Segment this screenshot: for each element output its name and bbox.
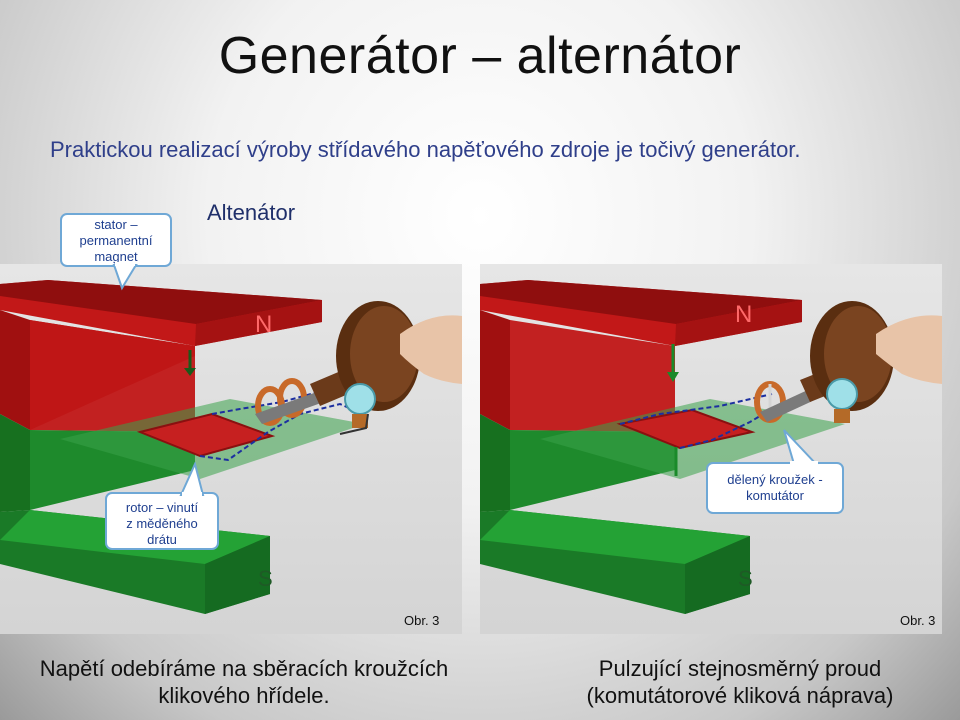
caption-right-line-2: (komutátorové kliková náprava) — [586, 683, 894, 708]
slide-subtitle: Praktickou realizací výroby střídavého n… — [50, 137, 801, 162]
commutator-callout-pointer — [783, 429, 819, 467]
south-pole-label: S — [258, 566, 273, 591]
figure-label-left: Obr. 3 — [404, 613, 440, 628]
caption-left-line-2: klikového hřídele. — [158, 683, 330, 708]
figure-label-right: Obr. 3 — [900, 613, 936, 628]
caption-left: Napětí odebíráme na sběracích kroužcích … — [0, 655, 488, 709]
section-label: Altenátor — [207, 200, 296, 225]
commutator-callout: dělený kroužek - komutátor — [706, 462, 844, 514]
slide-title: Generátor – alternátor — [218, 27, 742, 85]
commutator-callout-line-1: dělený kroužek - — [727, 472, 823, 487]
rotor-callout: rotor – vinutí z měděného drátu — [105, 492, 219, 550]
commutator-callout-line-2: komutátor — [746, 488, 804, 503]
caption-left-line-1: Napětí odebíráme na sběracích kroužcích — [39, 656, 449, 681]
caption-right-line-1: Pulzující stejnosměrný proud — [598, 656, 882, 681]
north-pole-label: N — [735, 301, 752, 328]
rotor-callout-line-3: drátu — [147, 532, 177, 547]
commutator-figure: S N — [480, 264, 942, 634]
stator-callout-pointer — [112, 262, 138, 291]
rotor-callout-line-2: z měděného — [126, 516, 198, 531]
alternator-figure: S N — [0, 264, 462, 634]
rotor-callout-line-1: rotor – vinutí — [125, 500, 199, 515]
caption-right: Pulzující stejnosměrný proud (komutátoro… — [540, 655, 940, 709]
stator-callout-line-2: permanentní — [79, 233, 153, 248]
stator-callout: stator – permanentní magnet — [60, 213, 172, 267]
stator-callout-line-3: magnet — [94, 249, 138, 264]
stator-callout-line-1: stator – — [94, 217, 138, 232]
north-pole-label: N — [255, 311, 272, 338]
rotor-callout-pointer — [179, 462, 205, 496]
south-pole-label: S — [738, 566, 753, 591]
